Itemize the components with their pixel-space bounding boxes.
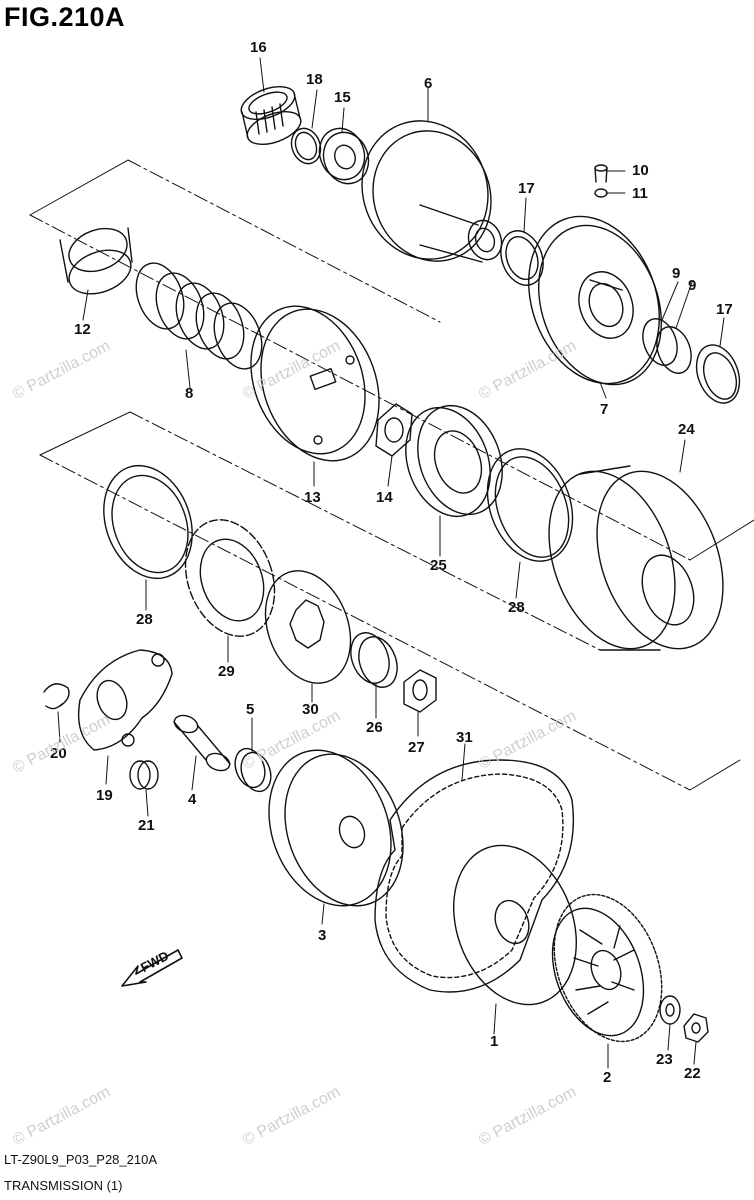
part-28-friction-plate-b	[486, 448, 574, 562]
callout-22: 22	[684, 1065, 701, 1082]
part-5-spacer	[234, 747, 272, 793]
callout-31: 31	[456, 729, 473, 746]
part-27-nut	[403, 669, 437, 713]
callout-6: 6	[424, 75, 433, 92]
part-13-clutch-carrier	[250, 305, 380, 462]
callout-3: 3	[318, 927, 327, 944]
part-2-fan-plate	[551, 893, 663, 1043]
part-6-movable-drive-face	[361, 120, 503, 263]
part-14-lock-nut	[375, 403, 413, 457]
callout-9a: 9	[672, 265, 681, 282]
callout-8: 8	[185, 385, 194, 402]
callout-21: 21	[138, 817, 155, 834]
callout-24: 24	[678, 421, 695, 438]
part-29-drive-plate	[184, 519, 276, 637]
callout-11: 11	[632, 185, 648, 202]
callout-30: 30	[302, 701, 319, 718]
part-22-nut	[683, 1013, 709, 1043]
callout-28b: 28	[508, 599, 525, 616]
part-18-circlip	[290, 127, 322, 165]
part-16-needle-bearing	[240, 86, 302, 145]
part-31-drive-belt	[374, 759, 575, 993]
callout-12: 12	[74, 321, 91, 338]
part-25-clutch-drum	[405, 404, 503, 518]
part-21-bush	[129, 760, 159, 790]
callout-14: 14	[376, 489, 393, 506]
part-24-clutch-housing	[548, 465, 724, 651]
part-11-washer	[594, 188, 608, 198]
part-17-seal-ring-a	[500, 230, 544, 286]
callout-28a: 28	[136, 611, 153, 628]
callout-29: 29	[218, 663, 235, 680]
callout-23: 23	[656, 1051, 673, 1068]
callout-16: 16	[250, 39, 267, 56]
part-9-ring-a	[642, 318, 678, 366]
part-28-friction-plate-a	[103, 464, 193, 580]
callout-18: 18	[306, 71, 323, 88]
part-17-seal-ring-b	[695, 344, 741, 404]
part-9-ring-b	[656, 326, 692, 374]
callout-26: 26	[366, 719, 383, 736]
part-7-sliding-face	[528, 215, 662, 386]
upper-assembly-frame	[29, 159, 754, 561]
callout-7: 7	[600, 401, 609, 418]
part-10-pin	[594, 164, 608, 183]
callout-9b: 9	[688, 277, 697, 294]
part-30-splined-plate	[264, 570, 352, 684]
part-12-spring-seat-cap	[59, 227, 133, 295]
figure-title: FIG.210A	[4, 2, 126, 32]
part-20-clip	[43, 683, 70, 710]
callout-15: 15	[334, 89, 351, 106]
callout-20: 20	[50, 745, 67, 762]
callout-4: 4	[188, 791, 197, 808]
part-19-cam-holder	[77, 649, 173, 751]
callout-17a: 17	[518, 180, 535, 197]
lower-assembly-frame	[39, 411, 741, 791]
callout-13: 13	[304, 489, 321, 506]
part-3-fixed-drive-face	[268, 749, 404, 907]
part-4-sleeve	[173, 714, 231, 772]
callout-19: 19	[96, 787, 113, 804]
callout-25: 25	[430, 557, 447, 574]
forward-direction-arrow-icon	[121, 949, 183, 987]
leader-lines	[57, 57, 725, 1069]
callout-5: 5	[246, 701, 255, 718]
callout-17b: 17	[716, 301, 733, 318]
part-15-ball-bearing	[318, 127, 370, 185]
part-26-collar	[350, 632, 398, 688]
callout-1: 1	[490, 1033, 499, 1050]
part-1-driven-face	[453, 844, 577, 1006]
callout-27: 27	[408, 739, 425, 756]
callout-2: 2	[603, 1069, 612, 1086]
drawing-code: LT-Z90L9_P03_P28_210A	[4, 1152, 157, 1167]
figure-name: TRANSMISSION (1)	[4, 1178, 123, 1193]
callout-10: 10	[632, 162, 649, 179]
part-23-washer	[659, 995, 681, 1025]
part-8-compression-spring	[135, 262, 263, 370]
